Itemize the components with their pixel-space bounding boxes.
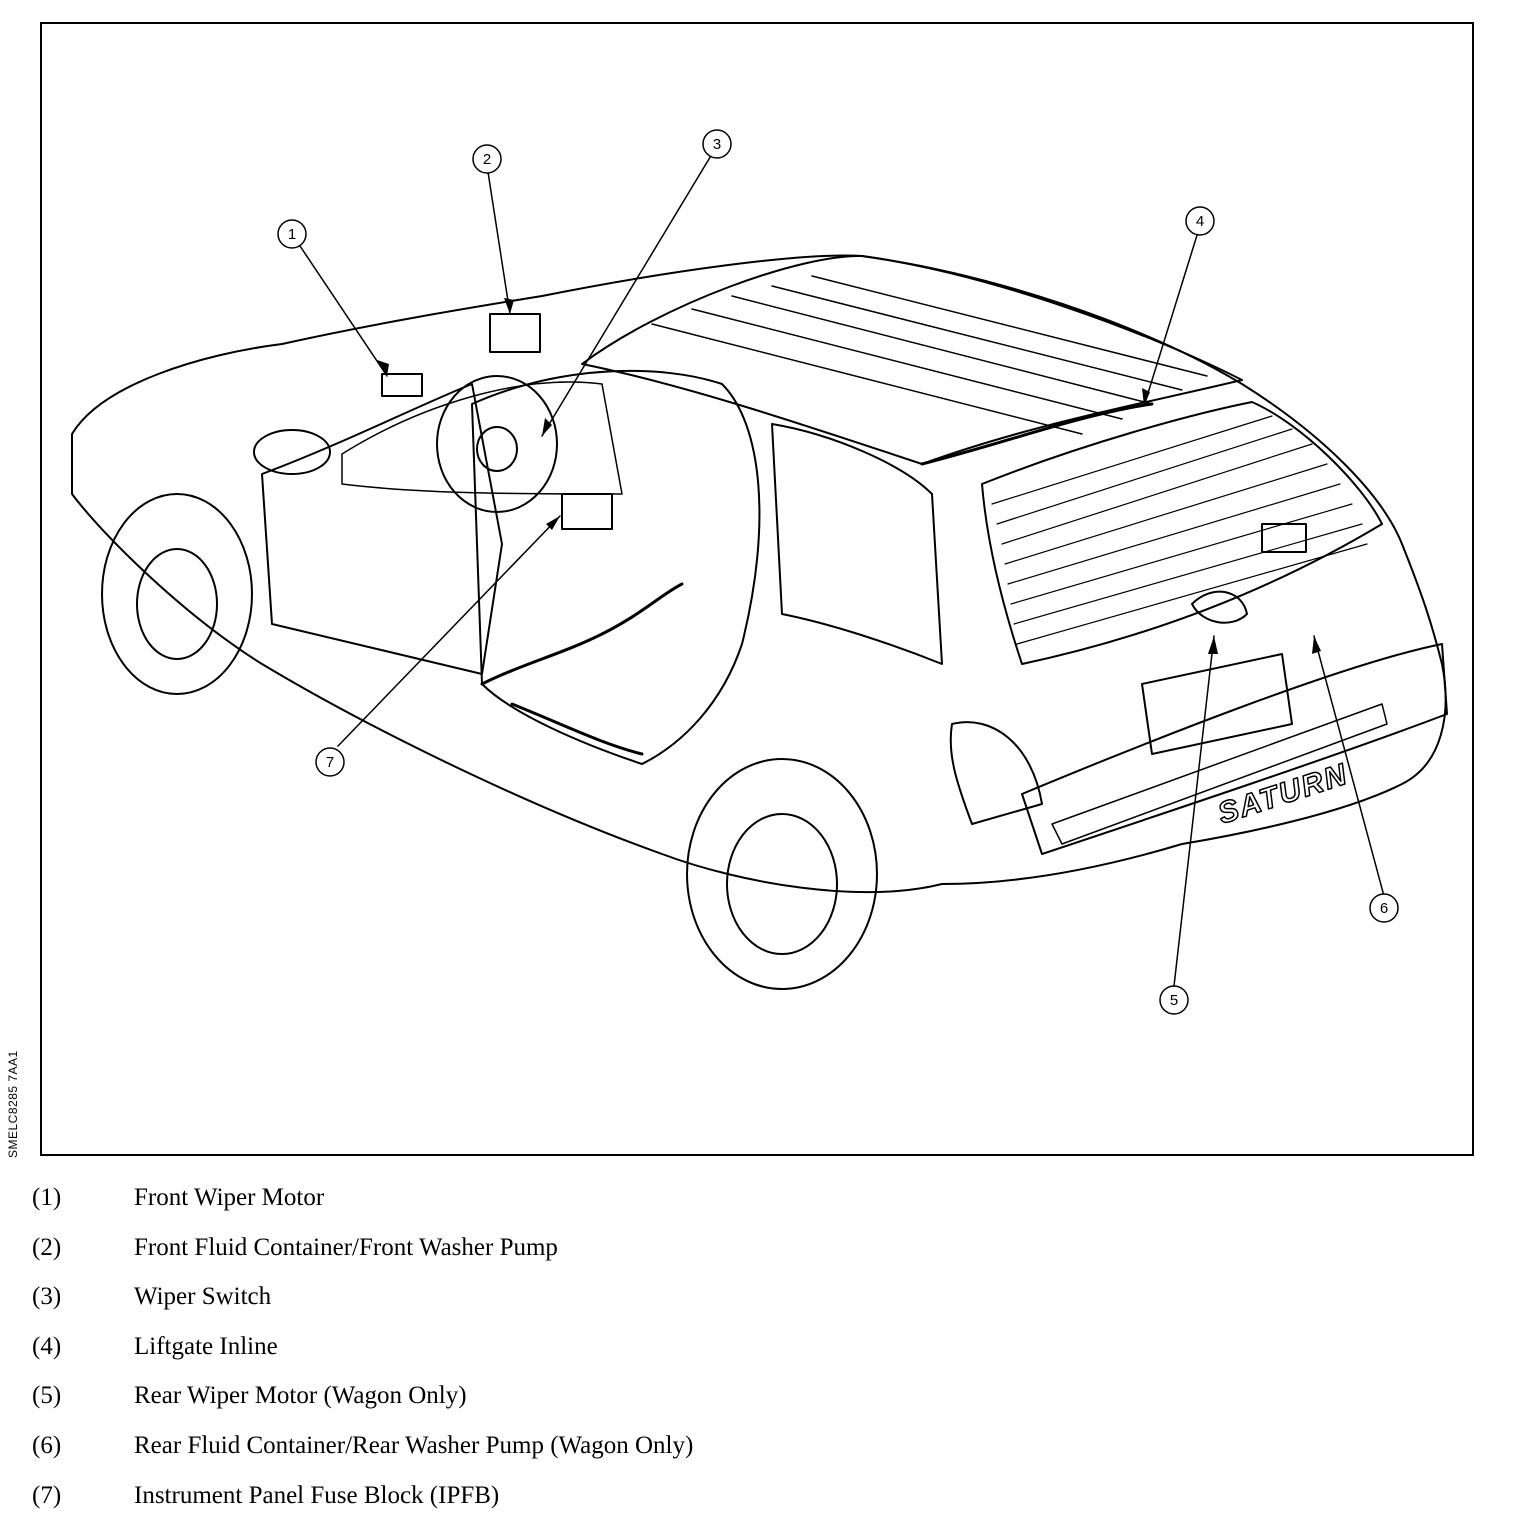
arrow-5 [1208,636,1218,654]
rear-wheel [686,758,878,990]
leader-6 [1313,635,1385,897]
legend-item: (3) Wiper Switch [32,1283,1132,1333]
leader-4 [1143,231,1199,407]
car-roof [581,254,1243,465]
steering-hub [476,426,518,472]
rear-wheel-hub [726,813,838,955]
legend-text: Front Wiper Motor [134,1184,325,1211]
arrow-7 [546,516,560,530]
saturn-badge: SATURN [1214,758,1352,831]
rear-grille [1051,703,1388,845]
legend-text: Instrument Panel Fuse Block (IPFB) [134,1481,500,1509]
arrow-2 [504,298,514,314]
legend-number: (1) [32,1184,62,1211]
rear-bumper [1021,643,1448,855]
arrow-4 [1142,388,1150,406]
callout-7: 7 [315,747,345,777]
legend-text: Rear Wiper Motor (Wagon Only) [134,1382,467,1410]
roof-rail-lines [651,275,1208,435]
legend-item: (5) Rear Wiper Motor (Wagon Only) [32,1382,1132,1432]
callout-3: 3 [702,129,732,159]
rear-washer-reservoir-part [1261,523,1307,553]
diagram-frame: SATURN 1 [40,22,1474,1156]
front-washer-reservoir-part [489,313,541,353]
rear-wiper-motor-part [1191,590,1248,624]
leader-1 [299,245,388,377]
callouts: 1 2 3 4 5 6 7 [277,129,1399,1015]
legend-item: (1) Front Wiper Motor [32,1184,1132,1234]
leader-7 [337,515,561,747]
legend-number: (5) [32,1382,62,1410]
legend-number: (4) [32,1332,62,1360]
arrowheads [377,298,1321,654]
callout-3-label: 3 [713,136,721,153]
legend-text: Front Fluid Container/Front Washer Pump [134,1233,558,1261]
arrow-3 [542,418,552,436]
legend-item: (7) Instrument Panel Fuse Block (IPFB) [32,1482,1132,1532]
side-mirror [253,429,331,475]
callout-4-label: 4 [1196,213,1204,230]
callout-7-label: 7 [326,754,334,771]
legend-item: (4) Liftgate Inline [32,1333,1132,1383]
callout-2: 2 [472,144,502,174]
rear-window [981,401,1383,665]
leader-5 [1173,635,1215,987]
legend: (1) Front Wiper Motor (2) Front Fluid Co… [32,1184,1132,1531]
steering-wheel [436,375,558,513]
callout-6: 6 [1369,893,1399,923]
tail-lamp [949,721,1043,825]
rear-defroster-lines [991,415,1368,645]
fuse-block-part [561,493,613,530]
callout-1: 1 [277,219,307,249]
arrow-1 [377,360,389,376]
callout-2-label: 2 [483,151,491,168]
legend-number: (3) [32,1283,62,1311]
front-wiper-motor-part [381,373,423,397]
leader-lines [299,153,1385,987]
legend-number: (7) [32,1481,62,1509]
callout-6-label: 6 [1380,900,1388,917]
callout-5: 5 [1159,985,1189,1015]
legend-text: Wiper Switch [134,1283,272,1311]
figure-code: SMELC8285 7AA1 [6,1050,20,1158]
callout-1-label: 1 [288,226,296,243]
liftgate-harness [920,402,1154,466]
legend-text: Rear Fluid Container/Rear Washer Pump (W… [134,1431,694,1459]
callout-4: 4 [1185,206,1215,236]
dashboard [341,381,623,495]
floor-harness [480,582,684,756]
license-plate-area [1141,653,1293,755]
car-illustration: SATURN 1 [71,129,1448,1015]
arrow-6 [1312,636,1321,654]
legend-item: (2) Front Fluid Container/Front Washer P… [32,1234,1132,1284]
leader-3 [541,153,713,437]
quarter-window [771,423,943,665]
rear-door-opening [471,369,761,765]
leader-2 [487,171,511,315]
front-door [261,383,503,675]
legend-number: (2) [32,1233,62,1261]
callout-5-label: 5 [1170,992,1178,1009]
legend-number: (6) [32,1431,62,1459]
legend-item: (6) Rear Fluid Container/Rear Washer Pum… [32,1432,1132,1482]
legend-text: Liftgate Inline [134,1332,278,1360]
front-wheel [101,493,253,695]
front-wheel-hub [136,548,218,660]
